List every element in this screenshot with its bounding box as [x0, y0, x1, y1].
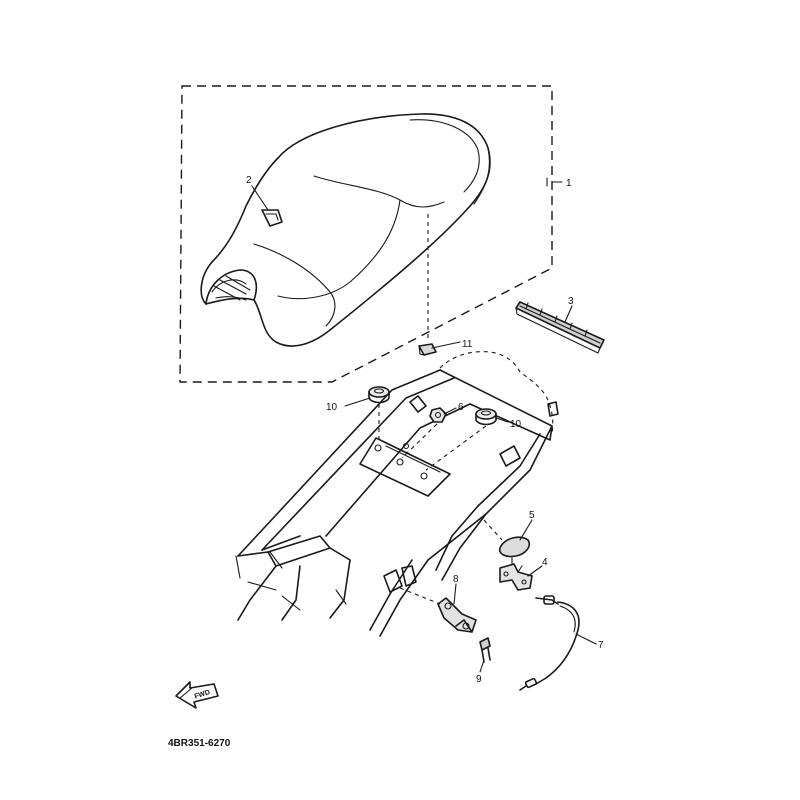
fwd-label: FWD — [194, 689, 211, 701]
callout-4: 4 — [542, 557, 548, 568]
part-11-damper[interactable] — [418, 343, 437, 356]
callout-10-right: 10 — [510, 419, 522, 430]
alignment-line-nut — [401, 423, 438, 459]
part-4-seat-lock[interactable] — [499, 557, 533, 591]
callout-11: 11 — [462, 339, 473, 350]
seat[interactable] — [200, 113, 491, 347]
seat-assembly-boundary — [179, 85, 553, 383]
callout-3: 3 — [568, 296, 574, 307]
alignment-line-lock — [483, 519, 503, 541]
callout-2: 2 — [246, 175, 252, 186]
callout-1: 1 — [566, 178, 572, 189]
part-6-nut[interactable] — [429, 407, 447, 423]
part-7-seat-lock-cable[interactable] — [519, 595, 580, 691]
alignment-line-right-damper — [425, 425, 487, 471]
part-5-cover-plate[interactable] — [498, 536, 531, 558]
part-8-key-cylinder[interactable] — [437, 597, 477, 633]
callout-8: 8 — [453, 574, 459, 585]
drawing-code: 4BR351-6270 — [168, 738, 231, 749]
part-10-damper-right[interactable] — [475, 408, 497, 426]
part-9-bolt[interactable] — [479, 637, 491, 663]
fwd-direction-arrow: FWD — [175, 681, 219, 709]
part-2-seat-hook[interactable] — [261, 209, 283, 227]
part-10-damper-left[interactable] — [368, 386, 390, 404]
callout-7: 7 — [598, 640, 604, 651]
part-3-rubber-strip[interactable] — [515, 301, 605, 354]
alignment-line-key-cylinder — [399, 587, 441, 605]
callout-6: 6 — [458, 402, 464, 413]
callout-10-left: 10 — [326, 402, 338, 413]
leader-lines — [251, 177, 597, 673]
callout-5: 5 — [529, 510, 535, 521]
callout-9: 9 — [476, 674, 482, 685]
rear-frame — [235, 351, 559, 637]
